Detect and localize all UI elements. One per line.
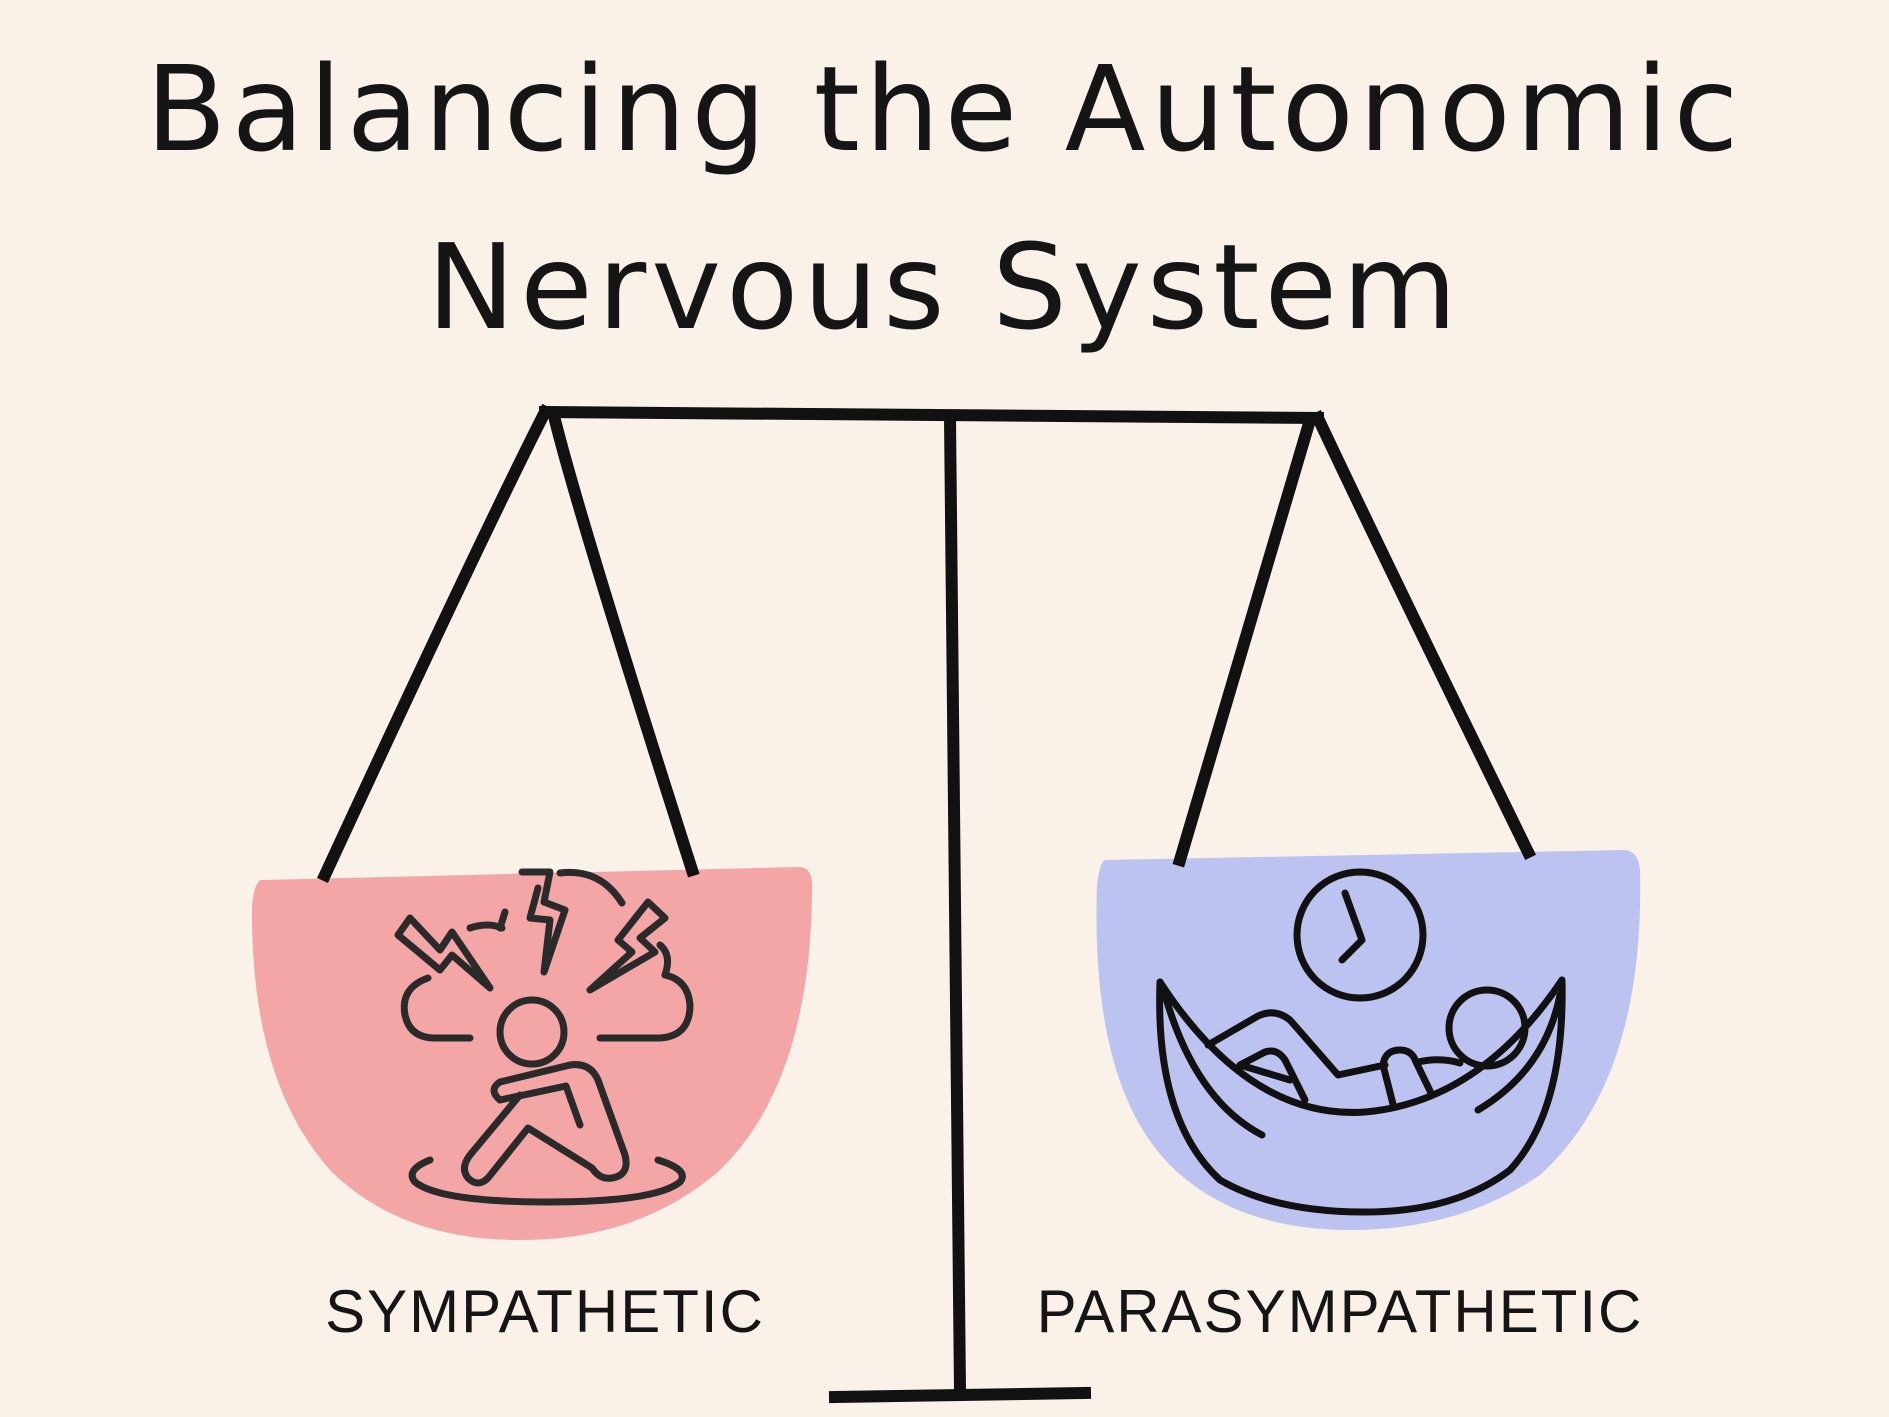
title-line-1: Balancing the Autonomic <box>145 40 1744 178</box>
scale-post <box>943 411 967 1399</box>
left-string-outer <box>317 403 554 883</box>
relaxing-hammock-clock-icon <box>1156 868 1566 1216</box>
stressed-person-icon <box>394 868 694 1206</box>
left-string-inner <box>547 412 700 878</box>
left-pan <box>251 867 812 1240</box>
parasympathetic-label: PARASYMPATHETIC <box>1036 1278 1644 1345</box>
page-title: Balancing the Autonomic Nervous System <box>0 20 1889 376</box>
scale-base <box>828 1386 1092 1404</box>
right-pan <box>1096 850 1641 1230</box>
sympathetic-label: SYMPATHETIC <box>325 1278 765 1345</box>
right-string-inner <box>1172 412 1318 868</box>
scale-frame <box>317 403 1537 1404</box>
scale-beam <box>538 405 1325 425</box>
right-string-outer <box>1310 410 1537 861</box>
title-line-2: Nervous System <box>426 218 1463 356</box>
